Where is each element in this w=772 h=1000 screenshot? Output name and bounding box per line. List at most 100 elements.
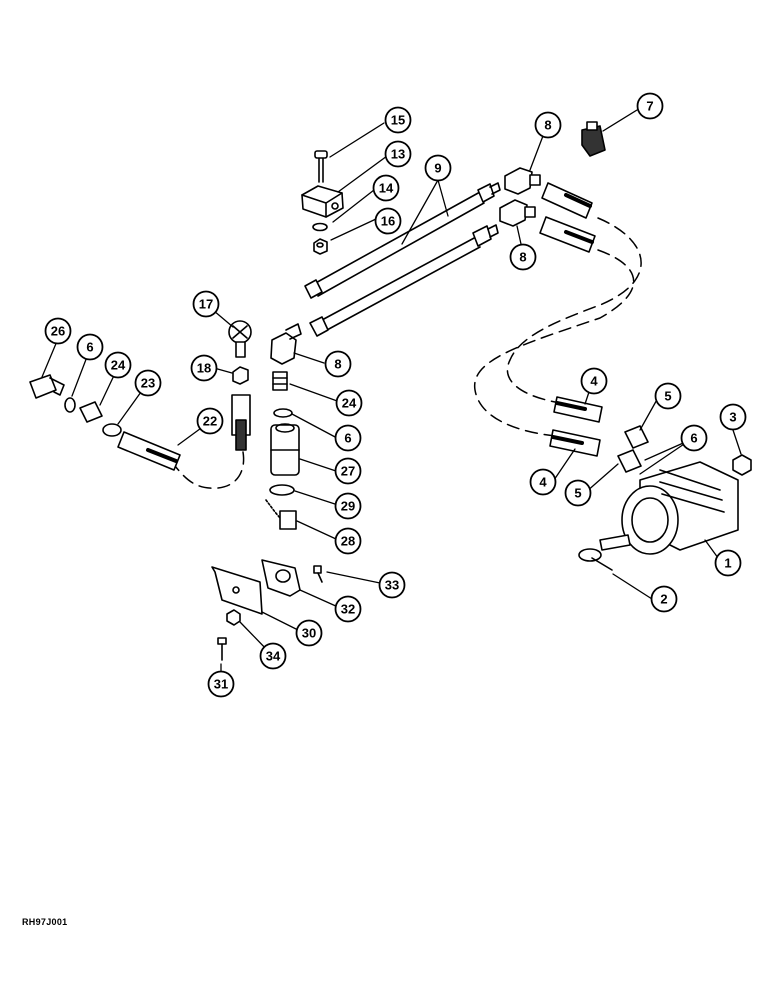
callout-31: 31 — [207, 670, 235, 698]
callout-circle — [334, 424, 362, 452]
callout-circle — [374, 207, 402, 235]
callout-32: 32 — [334, 595, 362, 623]
nut-part-16 — [313, 238, 328, 255]
elbow-fitting-part-8-upper — [504, 167, 541, 195]
nut-part-18 — [232, 366, 249, 385]
callout-7: 7 — [636, 92, 664, 120]
hose-clip-part-7 — [581, 121, 606, 157]
callout-22: 22 — [196, 407, 224, 435]
washer-part-23 — [102, 423, 122, 437]
callout-number: 16 — [381, 214, 395, 229]
oring-part-6-center — [273, 408, 293, 418]
callout-number: 7 — [646, 99, 653, 114]
callout-circle — [372, 174, 400, 202]
callout-1: 1 — [714, 549, 742, 577]
callout-number: 26 — [51, 324, 65, 339]
callout-24: 24 — [104, 351, 132, 379]
steel-tube-part-9 — [304, 182, 501, 337]
callout-16: 16 — [374, 207, 402, 235]
callout-number: 4 — [590, 374, 598, 389]
callout-circle — [580, 367, 608, 395]
callout-circle — [680, 424, 708, 452]
shaft-key-part-2 — [578, 548, 613, 571]
hose-routing-dashed — [174, 217, 642, 489]
callout-33: 33 — [378, 571, 406, 599]
callout-labels: 1513141698871782662423182224627292844556… — [44, 92, 747, 698]
callout-number: 23 — [141, 376, 155, 391]
callout-number: 30 — [302, 626, 316, 641]
callout-circle — [192, 290, 220, 318]
oring-part-6-left — [64, 397, 76, 413]
callout-number: 13 — [391, 147, 405, 162]
callout-number: 14 — [379, 181, 394, 196]
nut-part-3 — [732, 454, 752, 476]
callout-number: 6 — [344, 431, 351, 446]
callout-29: 29 — [334, 492, 362, 520]
callout-circle — [509, 243, 537, 271]
hose-end-part-4-upper — [553, 396, 603, 423]
callout-circle — [76, 333, 104, 361]
callout-13: 13 — [384, 140, 412, 168]
callout-number: 24 — [342, 396, 357, 411]
callout-circle — [636, 92, 664, 120]
callout-number: 32 — [341, 602, 355, 617]
callout-8: 8 — [534, 111, 562, 139]
quick-coupler-part-27 — [270, 423, 300, 476]
callout-number: 9 — [434, 161, 441, 176]
callout-27: 27 — [334, 457, 362, 485]
callout-14: 14 — [372, 174, 400, 202]
callout-circle — [378, 571, 406, 599]
callout-circle — [196, 407, 224, 435]
clamp-block-part-13 — [301, 185, 344, 218]
callout-circle — [190, 354, 218, 382]
hose-end-upper — [541, 182, 593, 219]
elbow-fitting-part-8-lower — [499, 199, 536, 227]
callout-15: 15 — [384, 106, 412, 134]
callout-number: 8 — [334, 357, 341, 372]
callout-circle — [719, 403, 747, 431]
callout-number: 31 — [214, 677, 228, 692]
callout-number: 3 — [729, 410, 736, 425]
callout-number: 34 — [266, 649, 281, 664]
callout-number: 28 — [341, 534, 355, 549]
callout-6: 6 — [76, 333, 104, 361]
callout-23: 23 — [134, 369, 162, 397]
screw-part-31 — [217, 637, 227, 661]
elbow-part-5-upper — [624, 425, 649, 449]
callout-circle — [534, 111, 562, 139]
callout-3: 3 — [719, 403, 747, 431]
callout-number: 15 — [391, 113, 405, 128]
elbow-part-5-lower — [617, 449, 642, 473]
adapter-part-24-center — [272, 371, 288, 391]
callout-28: 28 — [334, 527, 362, 555]
callout-circle — [424, 154, 452, 182]
callout-5: 5 — [654, 382, 682, 410]
callout-circle — [654, 382, 682, 410]
callout-circle — [650, 585, 678, 613]
callout-number: 24 — [111, 358, 126, 373]
callout-number: 29 — [341, 499, 355, 514]
callout-number: 27 — [341, 464, 355, 479]
callout-34: 34 — [259, 642, 287, 670]
hose-end-part-4-lower — [549, 429, 601, 457]
fitting-part-26 — [29, 374, 65, 399]
callout-circle — [334, 457, 362, 485]
callout-17: 17 — [192, 290, 220, 318]
callout-number: 8 — [544, 118, 551, 133]
callout-number: 5 — [574, 486, 581, 501]
figure-code: RH97J001 — [22, 917, 68, 927]
callout-24: 24 — [335, 389, 363, 417]
callout-circle — [259, 642, 287, 670]
callout-number: 17 — [199, 297, 213, 312]
bracket-part-30 — [211, 566, 263, 615]
callout-circle — [335, 389, 363, 417]
callout-6: 6 — [680, 424, 708, 452]
hydraulic-motor-part-1 — [599, 461, 739, 555]
callout-circle — [384, 106, 412, 134]
callout-18: 18 — [190, 354, 218, 382]
callout-circle — [529, 468, 557, 496]
callout-circle — [44, 317, 72, 345]
callout-circle — [134, 369, 162, 397]
